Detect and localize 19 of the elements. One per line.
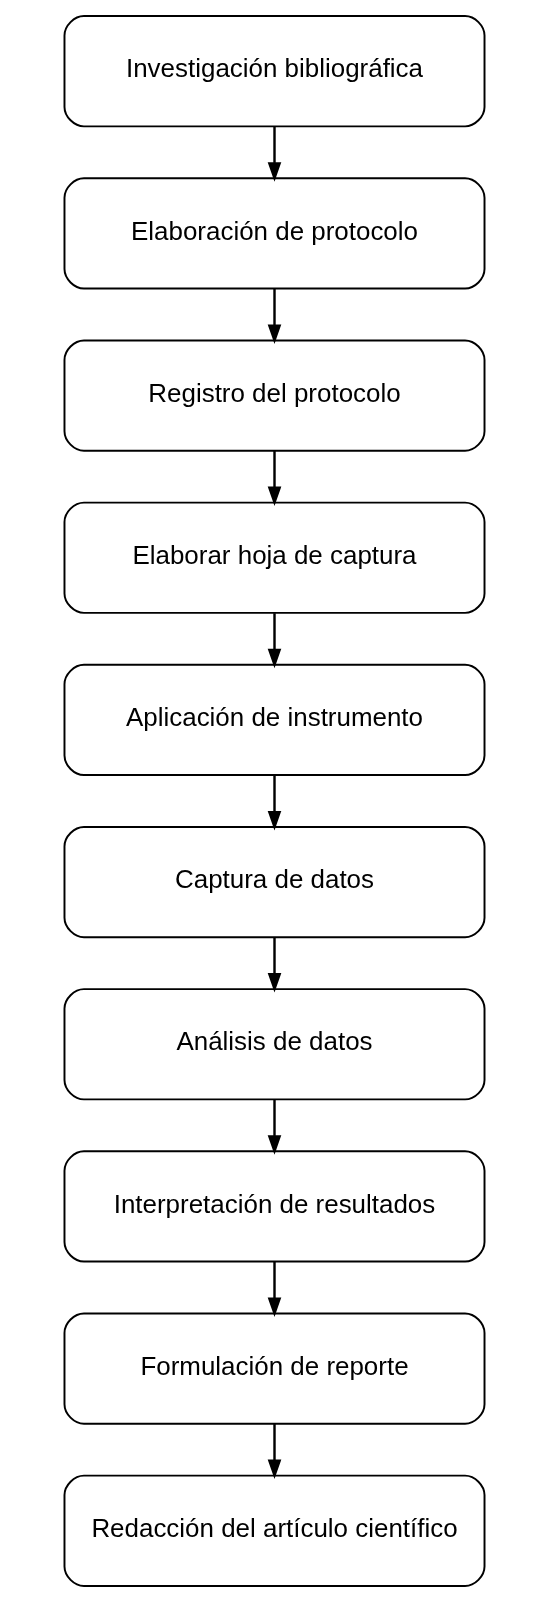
arrow: [267, 937, 282, 993]
node-box: Formulación de reporte: [63, 1312, 486, 1425]
arrow: [267, 1261, 282, 1317]
node-box: Análisis de datos: [63, 988, 486, 1101]
arrow: [267, 451, 282, 507]
node-box: Interpretación de resultados: [63, 1150, 486, 1263]
node-box: Captura de datos: [63, 825, 486, 939]
node-box: Elaboración de protocolo: [63, 177, 486, 290]
arrow: [267, 288, 282, 344]
node-box: Redacción del artículo científico: [63, 1474, 486, 1587]
node-box: Investigación bibliográfica: [63, 15, 486, 128]
arrow: [267, 1424, 282, 1480]
node-box: Aplicación de instrumento: [63, 663, 486, 777]
arrow: [267, 775, 282, 831]
arrow: [267, 126, 282, 182]
arrow: [267, 1099, 282, 1155]
arrow: [267, 613, 282, 669]
node-box: Registro del protocolo: [63, 339, 486, 452]
node-box: Elaborar hoja de captura: [63, 501, 486, 614]
